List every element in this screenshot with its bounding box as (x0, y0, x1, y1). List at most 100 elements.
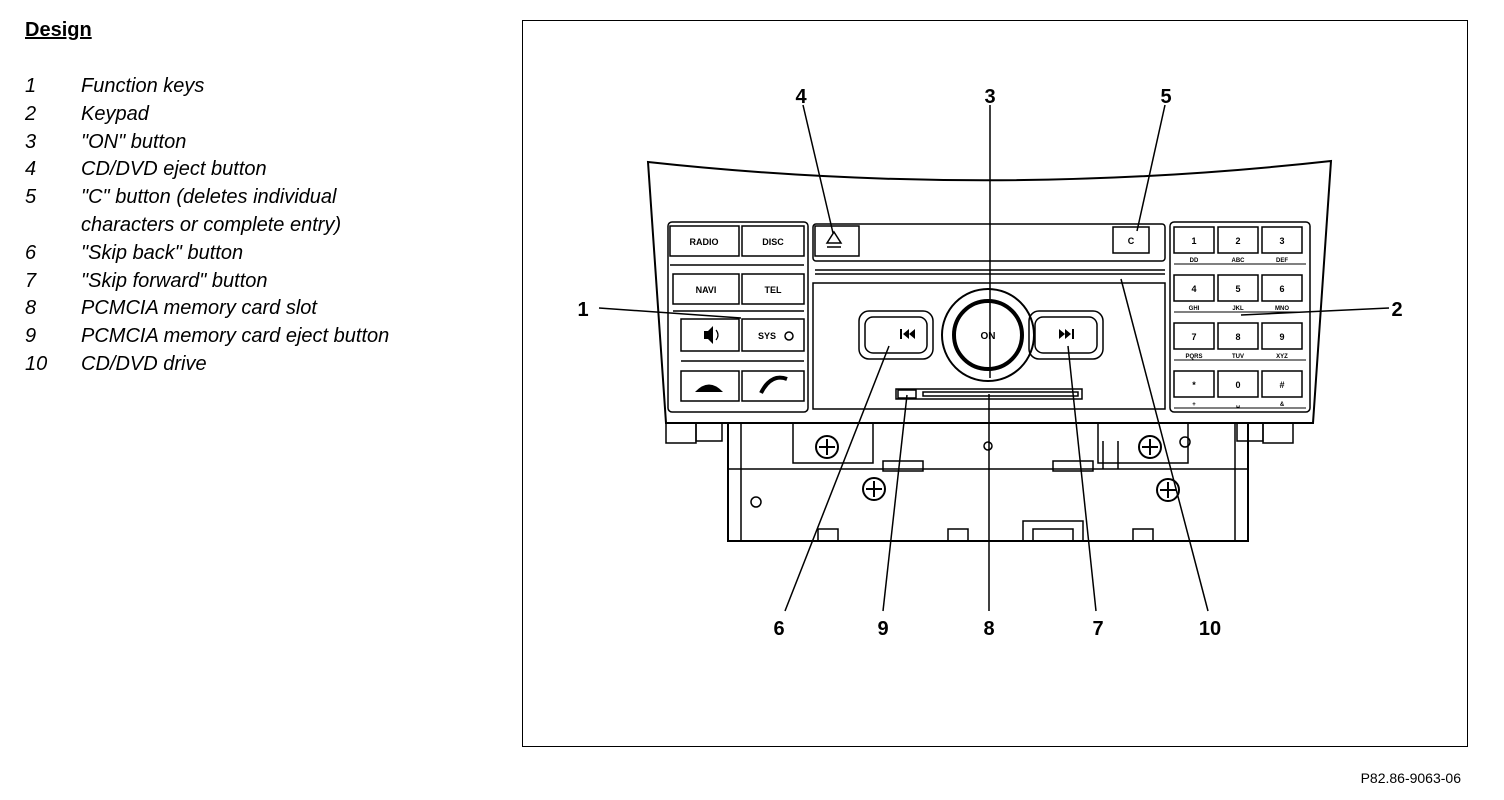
skip-forward-icon (1059, 329, 1074, 339)
page-title: Design (25, 19, 92, 41)
radio-label: RADIO (690, 237, 719, 247)
keypad-key-9[interactable] (1261, 322, 1303, 350)
legend-text: CD/DVD drive (81, 352, 207, 375)
callout-8: 8 (983, 618, 994, 640)
keypad-digit: 9 (1279, 332, 1284, 342)
callout-4: 4 (795, 86, 807, 108)
head-unit-diagram: RADIO DISC NAVI TEL SYS C (577, 86, 1402, 640)
on-button-label: ON (981, 331, 996, 342)
keypad-digit: 7 (1191, 332, 1196, 342)
call-end-button[interactable] (680, 370, 740, 402)
keypad-sublabel: XYZ (1276, 354, 1288, 360)
legend-number: 2 (25, 102, 37, 125)
screw-icon (1156, 478, 1180, 502)
legend-text: PCMCIA memory card slot (81, 297, 317, 320)
phone-icon (759, 375, 788, 394)
keypad-key-8[interactable] (1217, 322, 1259, 350)
keypad-key-1[interactable] (1173, 226, 1215, 254)
keypad-sublabel: ABC (1232, 258, 1246, 264)
tel-button[interactable] (741, 273, 805, 305)
screw-icon (815, 435, 839, 459)
legend-text: PCMCIA memory card eject button (81, 325, 390, 348)
callout-line-10 (1120, 278, 1209, 612)
keypad-key-7[interactable] (1173, 322, 1215, 350)
legend-number: 3 (25, 130, 37, 153)
pcmcia-slot (922, 391, 1079, 397)
keypad-sublabel: ␣ (1236, 402, 1240, 408)
legend-item: 3 "ON" button (25, 129, 421, 157)
keypad-key-4[interactable] (1173, 274, 1215, 302)
call-accept-button[interactable] (741, 370, 805, 402)
keypad-key-10[interactable] (1173, 370, 1215, 398)
keypad-digit: 8 (1235, 332, 1240, 342)
keypad-sublabel: GHI (1189, 306, 1200, 312)
c-button-label: C (1128, 236, 1135, 246)
center-panel: C ON (812, 223, 1166, 410)
tel-label: TEL (765, 285, 783, 295)
function-key-panel: RADIO DISC NAVI TEL SYS (667, 221, 809, 413)
navi-button[interactable] (672, 273, 740, 305)
hang-up-icon (695, 384, 723, 392)
keypad-digit: 5 (1235, 284, 1240, 294)
legend-number: 10 (25, 352, 48, 375)
keypad-digit: 6 (1279, 284, 1284, 294)
on-button[interactable] (952, 299, 1024, 371)
radio-button[interactable] (669, 225, 740, 257)
sys-button[interactable] (741, 318, 805, 352)
callout-line-5 (1136, 104, 1166, 232)
legend-item: 9 PCMCIA memory card eject button (25, 323, 421, 351)
skip-back-icon (900, 329, 915, 339)
legend-text: "Skip back" button (81, 241, 244, 264)
legend-number: 6 (25, 241, 37, 264)
unit-chassis (727, 420, 1249, 542)
keypad-sublabel: DD (1190, 258, 1199, 264)
keypad-key-2[interactable] (1217, 226, 1259, 254)
legend-item: 6 "Skip back" button (25, 240, 421, 268)
callout-5: 5 (1160, 86, 1171, 108)
keypad-key-12[interactable] (1261, 370, 1303, 398)
callouts: 1 2 3 4 5 6 7 8 9 10 (577, 86, 1402, 640)
keypad-sublabel: MNO (1275, 306, 1289, 312)
screw-icon (862, 477, 886, 501)
legend-item: 7"Skip forward" button (25, 268, 421, 296)
legend-item: 5"C" button (deletes individual characte… (25, 184, 421, 240)
figure-reference: P82.86-9063-06 (1360, 770, 1461, 786)
keypad-key-5[interactable] (1217, 274, 1259, 302)
diagram-frame: RADIO DISC NAVI TEL SYS C (522, 20, 1468, 747)
legend-text: Function keys (81, 75, 205, 97)
legend-item: 2 Keypad (25, 101, 421, 129)
keypad-sublabel: DEF (1276, 258, 1288, 264)
keypad-key-11[interactable] (1217, 370, 1259, 398)
callout-line-7 (1067, 345, 1097, 612)
keypad-key-6[interactable] (1261, 274, 1303, 302)
legend-item: 10 CD/DVD drive (25, 351, 421, 379)
keypad-key-3[interactable] (1261, 226, 1303, 254)
mute-button[interactable] (680, 318, 740, 352)
skip-forward-button[interactable] (1028, 310, 1104, 360)
legend-number: 4 (25, 158, 37, 181)
legend-text: "Skip forward" button (81, 269, 268, 292)
disc-button[interactable] (741, 225, 805, 257)
callout-line-6 (784, 345, 890, 612)
skip-back-button[interactable] (858, 310, 934, 360)
eject-button[interactable] (814, 225, 860, 257)
keypad-keys: 1DD2ABC3DEF4GHI5JKL6MNO7PQRS8TUV9XYZ*+0␣… (1173, 226, 1306, 409)
c-button[interactable] (1112, 226, 1150, 254)
legend-number: 9 (25, 325, 37, 348)
navi-label: NAVI (696, 285, 717, 295)
legend-text: Keypad (81, 102, 149, 125)
callout-6: 6 (773, 618, 784, 640)
keypad-sublabel: & (1280, 402, 1285, 408)
keypad-sublabel: TUV (1232, 354, 1244, 360)
keypad-digit: 1 (1191, 236, 1196, 246)
legend-text: "ON" button (81, 130, 187, 153)
callout-line-1 (598, 307, 742, 319)
callout-line-4 (802, 104, 834, 234)
keypad-digit: 0 (1235, 380, 1240, 390)
eject-icon (825, 230, 843, 244)
keypad-digit: # (1279, 380, 1284, 390)
callout-1: 1 (577, 299, 588, 321)
